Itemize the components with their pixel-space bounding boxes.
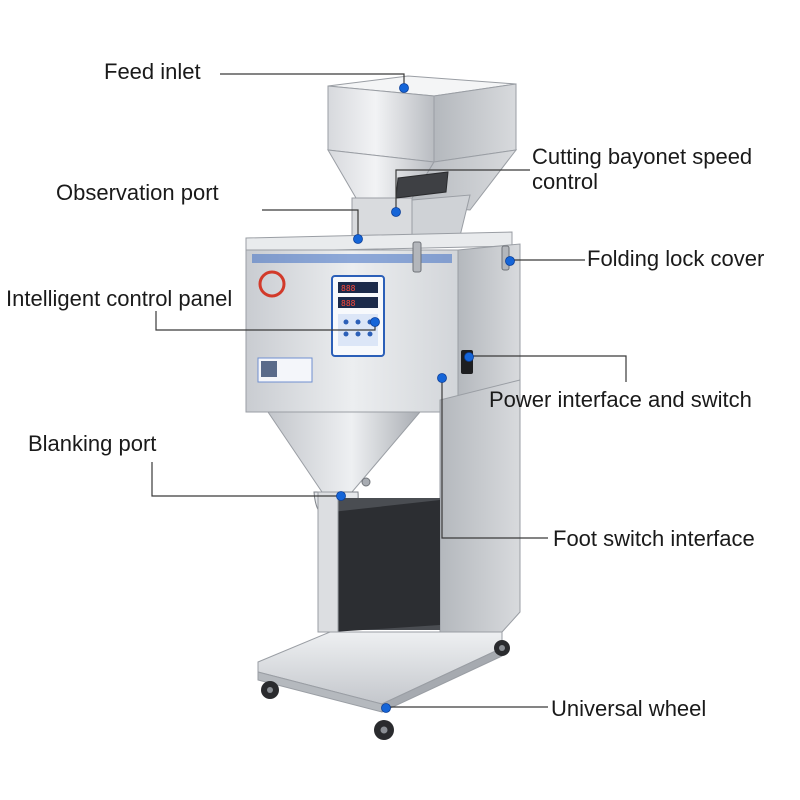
svg-text:888: 888	[341, 284, 356, 293]
label-feed-inlet: Feed inlet	[104, 59, 201, 84]
svg-text:888: 888	[341, 299, 356, 308]
feed-hopper	[327, 75, 518, 237]
control-panel: 888 888	[331, 275, 385, 357]
folding-lock-clip	[412, 241, 422, 273]
universal-wheels	[261, 640, 510, 740]
label-folding-lock-cover: Folding lock cover	[587, 246, 765, 271]
marker-blanking-port	[336, 491, 346, 501]
callout-markers	[336, 83, 515, 713]
label-cutting-bayonet-line2: control	[532, 169, 599, 194]
marker-foot-switch	[437, 373, 447, 383]
leader-lines	[151, 73, 627, 712]
label-universal-wheel: Universal wheel	[551, 696, 707, 721]
label-blanking-port: Blanking port	[28, 431, 157, 456]
label-intelligent-control-panel: Intelligent control panel	[6, 286, 233, 311]
marker-universal-wheel	[381, 703, 391, 713]
marker-power-switch	[464, 352, 474, 362]
cutting-bayonet-window	[395, 171, 449, 199]
marker-observation-port	[353, 234, 363, 244]
marker-folding-lock	[505, 256, 515, 266]
base-platform	[257, 631, 503, 713]
brand-logo-icon	[258, 270, 286, 298]
marker-feed-inlet	[399, 83, 409, 93]
label-power-interface-switch: Power interface and switch	[489, 387, 752, 412]
label-foot-switch-interface: Foot switch interface	[553, 526, 755, 551]
stand-column	[317, 379, 521, 651]
label-cutting-bayonet-line1: Cutting bayonet speed	[532, 144, 753, 169]
marker-control-panel	[370, 317, 380, 327]
marker-cutting-bayonet	[391, 207, 401, 217]
label-observation-port: Observation port	[56, 180, 219, 205]
